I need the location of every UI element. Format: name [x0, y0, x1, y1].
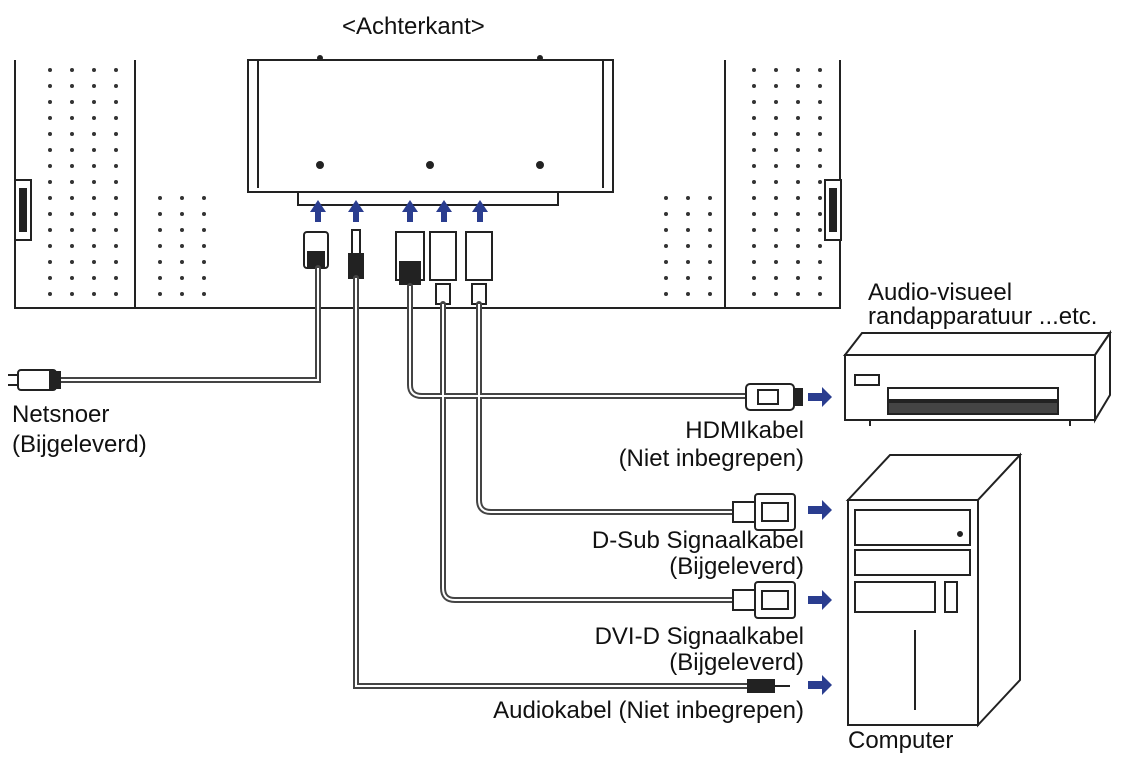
av-device-label-line2: randapparatuur ...etc.: [868, 303, 1098, 330]
audio-cable-label: Audiokabel (Niet inbegrepen): [493, 697, 804, 724]
device-arrows: [808, 387, 832, 695]
hdmi-cable-note: (Niet inbegrepen): [618, 445, 804, 472]
monitor-connectors: [303, 229, 493, 305]
view-title: <Achterkant>: [342, 13, 485, 40]
computer-icon: [845, 452, 1023, 728]
computer-label: Computer: [848, 727, 954, 754]
port-arrows: [310, 200, 488, 222]
monitor-back: [14, 55, 842, 309]
dvi-cable-label: DVI-D Signaalkabel: [594, 623, 804, 650]
av-device-icon: [842, 329, 1112, 426]
av-device-label-line1: Audio-visueel: [868, 279, 1013, 306]
power-cable-note: (Bijgeleverd): [12, 431, 147, 458]
power-cable-label: Netsnoer: [12, 401, 110, 428]
dsub-cable-label: D-Sub Signaalkabel: [591, 527, 804, 554]
dsub-cable-note: (Bijgeleverd): [669, 553, 804, 580]
hdmi-cable-label: HDMIkabel: [685, 417, 804, 444]
power-plug: [8, 369, 61, 391]
cable-end-connectors: [732, 383, 803, 693]
dvi-cable-note: (Bijgeleverd): [669, 649, 804, 676]
